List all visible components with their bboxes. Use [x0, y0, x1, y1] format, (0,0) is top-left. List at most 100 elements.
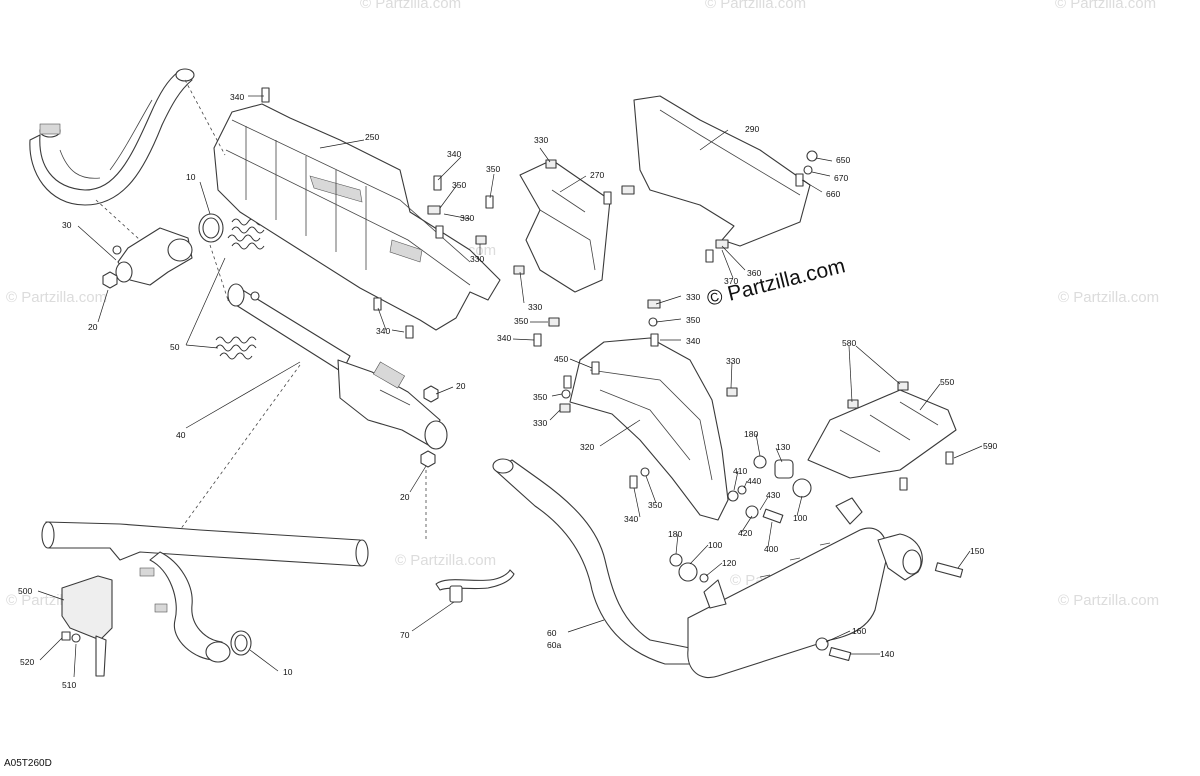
bolt-icon[interactable] [629, 475, 638, 489]
callout-130[interactable]: 130 [776, 442, 790, 452]
washer-icon[interactable] [803, 165, 813, 175]
callout-350[interactable]: 350 [514, 316, 528, 326]
callout-670[interactable]: 670 [834, 173, 848, 183]
part-250-heat-shield[interactable] [213, 103, 501, 331]
clip-icon[interactable] [715, 239, 729, 249]
callout-350[interactable]: 350 [533, 392, 547, 402]
callout-550[interactable]: 550 [940, 377, 954, 387]
clip-icon[interactable] [647, 299, 661, 309]
part-320-shield[interactable] [569, 337, 729, 521]
washer-icon[interactable] [745, 505, 759, 519]
callout-340[interactable]: 340 [624, 514, 638, 524]
clip-icon[interactable] [621, 185, 635, 195]
bolt-icon[interactable] [261, 87, 270, 103]
callout-520[interactable]: 520 [20, 657, 34, 667]
bolt-icon[interactable] [945, 451, 954, 465]
washer-icon[interactable] [806, 150, 818, 162]
bolt-icon[interactable] [433, 175, 442, 191]
part-270-shield[interactable] [519, 159, 611, 293]
callout-650[interactable]: 650 [836, 155, 850, 165]
bolt-icon[interactable] [762, 508, 784, 524]
callout-330[interactable]: 330 [528, 302, 542, 312]
callout-340[interactable]: 340 [447, 149, 461, 159]
callout-340[interactable]: 340 [686, 336, 700, 346]
callout-420[interactable]: 420 [738, 528, 752, 538]
callout-350[interactable]: 350 [686, 315, 700, 325]
bolt-icon[interactable] [563, 375, 572, 389]
callout-250[interactable]: 250 [365, 132, 379, 142]
clip-icon[interactable] [475, 235, 487, 245]
callout-20[interactable]: 20 [456, 381, 466, 391]
callout-660[interactable]: 660 [826, 189, 840, 199]
bolt-icon[interactable] [899, 477, 908, 491]
callout-100[interactable]: 100 [793, 513, 807, 523]
part-500-bracket[interactable] [61, 575, 113, 677]
callout-140[interactable]: 140 [880, 649, 894, 659]
clip-icon[interactable] [847, 399, 859, 409]
bolt-icon[interactable] [603, 191, 612, 205]
callout-120[interactable]: 120 [722, 558, 736, 568]
part-10-gasket-bottom[interactable] [230, 630, 252, 656]
callout-320[interactable]: 320 [580, 442, 594, 452]
callout-180[interactable]: 180 [744, 429, 758, 439]
part-70-o2-sensor[interactable] [435, 569, 515, 603]
part-20-nut-b[interactable] [423, 385, 439, 403]
bolt-icon[interactable] [795, 173, 804, 187]
clip-icon[interactable] [545, 159, 557, 169]
part-100-grommet-b[interactable] [678, 562, 698, 582]
part-20-nut-c[interactable] [420, 450, 436, 468]
bolt-icon[interactable] [705, 249, 714, 263]
washer-icon[interactable] [737, 485, 747, 495]
callout-330[interactable]: 330 [726, 356, 740, 366]
callout-350[interactable]: 350 [452, 180, 466, 190]
washer-icon[interactable] [561, 389, 571, 399]
part-550-shield[interactable] [807, 389, 957, 479]
callout-330[interactable]: 330 [686, 292, 700, 302]
washer-icon[interactable] [71, 633, 81, 643]
lower-header-assembly[interactable] [41, 521, 369, 663]
bolt-icon[interactable] [828, 646, 852, 662]
callout-160[interactable]: 160 [852, 626, 866, 636]
washer-icon[interactable] [669, 553, 683, 567]
callout-270[interactable]: 270 [590, 170, 604, 180]
callout-340[interactable]: 340 [497, 333, 511, 343]
clip-icon[interactable] [897, 381, 909, 391]
bolt-icon[interactable] [934, 562, 964, 578]
part-60-muffler[interactable] [492, 458, 923, 678]
part-130-spacer[interactable] [774, 459, 794, 479]
callout-590[interactable]: 590 [983, 441, 997, 451]
callout-440[interactable]: 440 [747, 476, 761, 486]
callout-180[interactable]: 180 [668, 529, 682, 539]
callout-330[interactable]: 330 [460, 213, 474, 223]
callout-10[interactable]: 10 [283, 667, 293, 677]
washer-icon[interactable] [648, 317, 658, 327]
part-50-springs-lower[interactable] [215, 336, 257, 360]
clip-icon[interactable] [513, 265, 525, 275]
callout-290[interactable]: 290 [745, 124, 759, 134]
bolt-icon[interactable] [373, 297, 382, 311]
part-10-gasket-top[interactable] [198, 213, 224, 243]
callout-400[interactable]: 400 [764, 544, 778, 554]
callout-350[interactable]: 350 [648, 500, 662, 510]
callout-370[interactable]: 370 [724, 276, 738, 286]
callout-60[interactable]: 60 [547, 628, 557, 638]
callout-30[interactable]: 30 [62, 220, 72, 230]
washer-icon[interactable] [815, 637, 829, 651]
bolt-icon[interactable] [485, 195, 494, 209]
clip-icon[interactable] [548, 317, 560, 327]
callout-500[interactable]: 500 [18, 586, 32, 596]
callout-330[interactable]: 330 [470, 254, 484, 264]
callout-350[interactable]: 350 [486, 164, 500, 174]
part-40-middle-pipe[interactable] [227, 283, 448, 450]
callout-430[interactable]: 430 [766, 490, 780, 500]
callout-580[interactable]: 580 [842, 338, 856, 348]
clip-icon[interactable] [726, 387, 738, 397]
callout-20[interactable]: 20 [400, 492, 410, 502]
callout-150[interactable]: 150 [970, 546, 984, 556]
callout-340[interactable]: 340 [230, 92, 244, 102]
callout-340[interactable]: 340 [376, 326, 390, 336]
bolt-icon[interactable] [533, 333, 542, 347]
callout-510[interactable]: 510 [62, 680, 76, 690]
callout-60a[interactable]: 60a [547, 640, 561, 650]
part-50-springs-upper[interactable] [227, 218, 265, 250]
